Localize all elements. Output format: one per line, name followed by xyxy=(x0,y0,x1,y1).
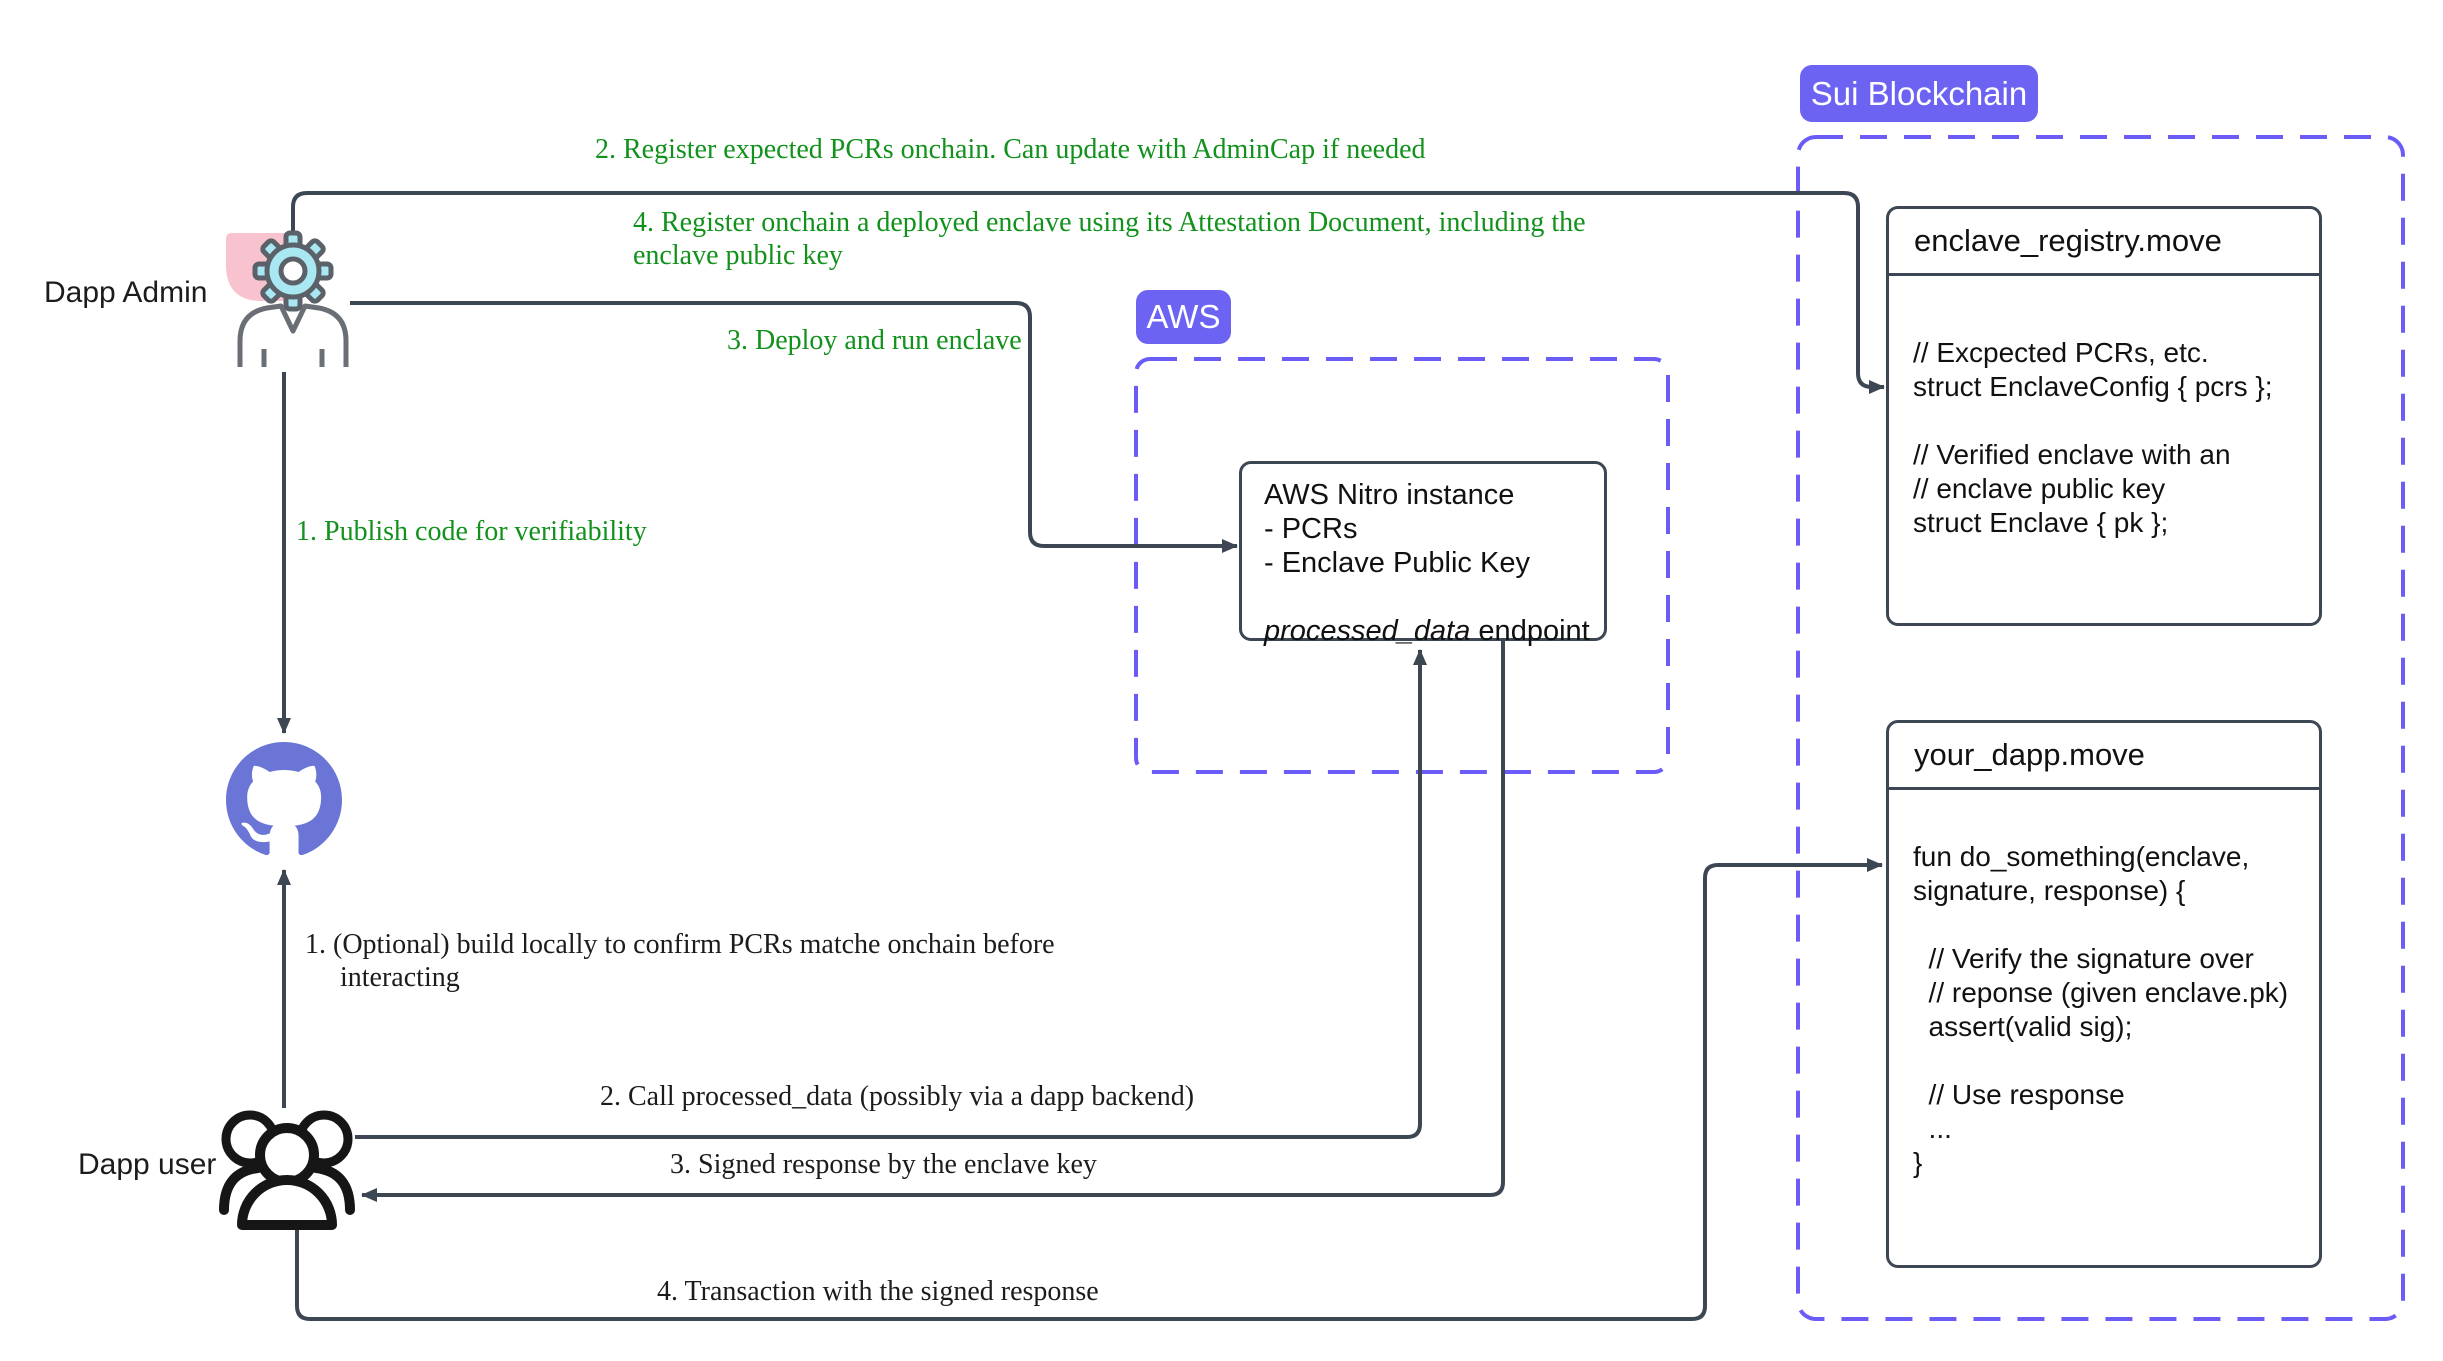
dapp-code-line xyxy=(1913,1044,2309,1078)
dapp-code-line: signature, response) { xyxy=(1913,875,2186,906)
label-call-processed-data: 2. Call processed_data (possibly via a d… xyxy=(600,1081,1195,1112)
nitro-line: AWS Nitro instance xyxy=(1264,479,1515,511)
user-group-icon xyxy=(219,1110,355,1230)
dapp-code-line: assert(valid sig); xyxy=(1913,1011,2133,1042)
registry-code-line: // Verified enclave with an xyxy=(1913,439,2231,470)
arrow-admin-to-registry xyxy=(291,191,1885,394)
dapp-code-line: ... xyxy=(1913,1113,1952,1144)
arrow-user-to-dapp-move xyxy=(295,858,1883,1321)
aws-group-border xyxy=(1134,357,1670,774)
arrow-nitro-to-user xyxy=(361,641,1505,1202)
github-icon xyxy=(226,742,342,856)
nitro-line xyxy=(1264,580,1594,614)
registry-code-line: // Excpected PCRs, etc. xyxy=(1913,337,2209,368)
dapp-code-line: // Use response xyxy=(1913,1079,2125,1110)
dapp-code-line: fun do_something(enclave, xyxy=(1913,841,2250,872)
dapp-user-label: Dapp user xyxy=(78,1148,217,1181)
label-transaction-signed: 4. Transaction with the signed response xyxy=(657,1276,1099,1307)
endpoint-name: processed_data xyxy=(1264,615,1471,647)
aws-badge: AWS xyxy=(1136,290,1231,344)
label-build-locally: 1. (Optional) build locally to confirm P… xyxy=(305,929,1055,993)
aws-nitro-instance-box: AWS Nitro instance - PCRs - Enclave Publ… xyxy=(1239,461,1607,647)
arrow-admin-to-nitro xyxy=(350,301,1238,553)
registry-code-line: struct EnclaveConfig { pcrs }; xyxy=(1913,371,2273,402)
sui-blockchain-badge: Sui Blockchain xyxy=(1800,65,2038,122)
gear-icon xyxy=(252,230,334,312)
dapp-code-line: // reponse (given enclave.pk) xyxy=(1913,977,2289,1008)
nitro-endpoint-line: processed_data endpoint xyxy=(1264,614,1594,648)
your-dapp-box: your_dapp.move fun do_something(enclave,… xyxy=(1886,720,2322,1268)
enclave-registry-box: enclave_registry.move // Excpected PCRs,… xyxy=(1886,206,2322,626)
label-publish-code: 1. Publish code for verifiability xyxy=(296,516,647,547)
sui-blockchain-group-border xyxy=(1796,135,2405,1321)
dapp-admin-label: Dapp Admin xyxy=(44,276,208,309)
your-dapp-title: your_dapp.move xyxy=(1889,723,2319,790)
nitro-line: - PCRs xyxy=(1264,513,1358,545)
registry-code-line: // enclave public key xyxy=(1913,473,2166,504)
label-signed-response: 3. Signed response by the enclave key xyxy=(670,1149,1097,1180)
arrow-user-to-nitro xyxy=(355,649,1427,1139)
dapp-code-line: } xyxy=(1913,1147,1923,1178)
dapp-code-line: // Verify the signature over xyxy=(1913,943,2254,974)
registry-code-line: struct Enclave { pk }; xyxy=(1913,507,2169,538)
label-deploy-enclave: 3. Deploy and run enclave xyxy=(727,325,1022,356)
nitro-line: - Enclave Public Key xyxy=(1264,547,1530,579)
endpoint-suffix: endpoint xyxy=(1470,615,1590,647)
admin-shoulders xyxy=(237,303,349,367)
registry-code-line xyxy=(1913,404,2309,438)
label-register-enclave: 4. Register onchain a deployed enclave u… xyxy=(633,207,1586,271)
gear-person-icon xyxy=(226,230,349,367)
label-register-pcrs: 2. Register expected PCRs onchain. Can u… xyxy=(595,134,1426,165)
enclave-registry-title: enclave_registry.move xyxy=(1889,209,2319,276)
dapp-code-line xyxy=(1913,908,2309,942)
